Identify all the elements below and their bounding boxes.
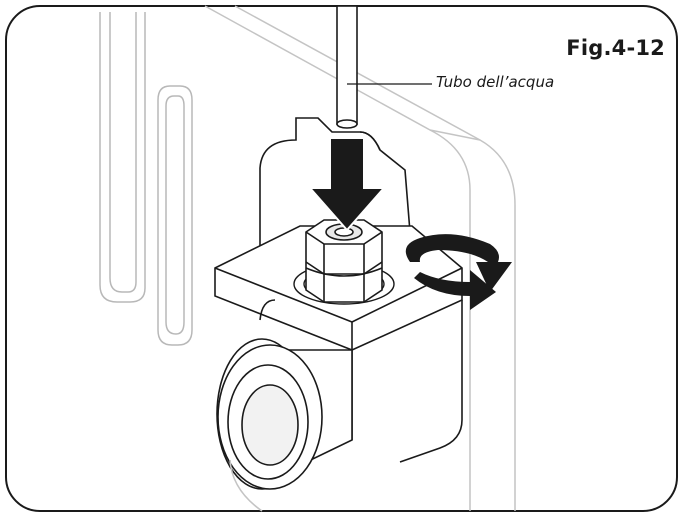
- down-arrow-icon: [307, 137, 387, 232]
- figure-number-label: Fig.4-12: [566, 36, 665, 60]
- water-pipe-label: Tubo dell’acqua: [436, 73, 555, 91]
- unit-body: [204, 5, 516, 511]
- unit-slots: [99, 12, 193, 346]
- hex-nut: [305, 219, 383, 303]
- water-pipe: [336, 5, 358, 129]
- pipe-fitting: [216, 338, 323, 512]
- clockwise-rotation-icon: [405, 234, 512, 310]
